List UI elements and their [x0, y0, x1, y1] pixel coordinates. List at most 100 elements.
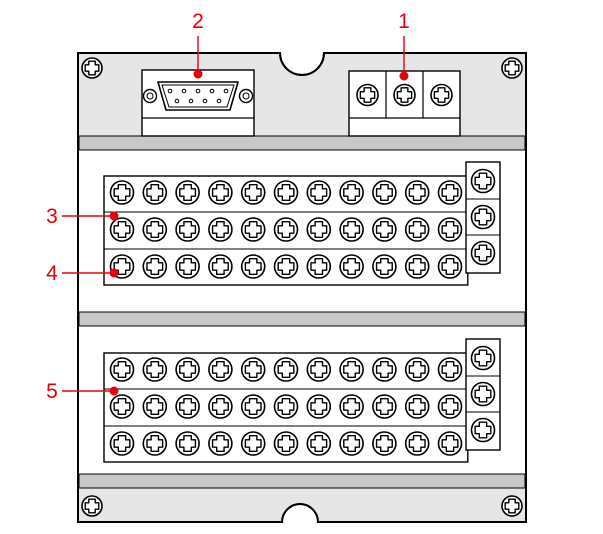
screw-icon — [175, 180, 200, 205]
screw-icon — [437, 254, 463, 279]
bottom-panel — [79, 488, 525, 521]
callout-3: 3 — [46, 205, 119, 228]
screw-icon — [109, 394, 135, 419]
connector-shell-inner — [161, 84, 235, 108]
screw-icon — [175, 217, 200, 242]
screw-icon — [470, 417, 496, 443]
connector-pin — [188, 98, 194, 104]
db9-connector-icon — [141, 69, 255, 137]
callout-dot — [109, 386, 119, 396]
callout-1: 1 — [398, 10, 410, 81]
screw-icon — [339, 254, 364, 279]
screw-icon — [208, 357, 233, 382]
divider-strip-top — [78, 135, 526, 151]
screw-icon — [437, 357, 463, 382]
screw-icon — [372, 394, 397, 419]
callout-label: 2 — [192, 10, 204, 33]
screw-icon — [393, 83, 416, 107]
screw-icon — [306, 394, 332, 419]
screw-icon — [470, 240, 496, 266]
screw-icon — [306, 357, 332, 382]
screw-icon — [372, 217, 397, 242]
connector-pin — [223, 88, 229, 94]
divider-strip — [78, 135, 526, 151]
screw-icon — [437, 217, 463, 242]
screw-icon — [208, 180, 233, 205]
screw-icon — [470, 204, 496, 230]
screw-icon — [109, 431, 135, 456]
connector-pin — [167, 88, 173, 94]
screw-icon — [273, 180, 299, 205]
screw-icon — [339, 394, 364, 419]
connector-pin — [174, 98, 180, 104]
screw-icon — [175, 394, 200, 419]
screw-icon — [404, 357, 430, 382]
screw-icon — [142, 254, 168, 279]
connector-screw-hole — [146, 92, 154, 100]
callout-dot — [193, 69, 203, 79]
divider-strip — [78, 473, 526, 489]
upper-terminal-block — [103, 161, 501, 286]
callout-4: 4 — [46, 262, 119, 285]
screw-icon — [306, 254, 332, 279]
screw-icon — [273, 254, 299, 279]
screw-icon — [356, 83, 379, 107]
screw-icon — [175, 254, 200, 279]
screw-icon — [306, 180, 332, 205]
power-terminal-block — [348, 70, 461, 137]
connector-pin — [216, 98, 222, 104]
callout-5: 5 — [46, 380, 119, 403]
screw-icon — [208, 254, 233, 279]
screw-icon — [437, 180, 463, 205]
screw-icon — [240, 180, 266, 205]
connector-shell — [157, 81, 239, 111]
screw-icon — [109, 357, 135, 382]
screw-icon — [175, 357, 200, 382]
screw-icon — [372, 180, 397, 205]
connector-screw-hole — [242, 92, 250, 100]
corner-screws — [81, 57, 523, 517]
callout-2: 2 — [192, 10, 204, 79]
screw-icon — [404, 431, 430, 456]
screw-icon — [142, 357, 168, 382]
screw-icon — [273, 217, 299, 242]
divider-strip — [78, 311, 526, 327]
callout-label: 4 — [46, 262, 58, 285]
screw-icon — [240, 254, 266, 279]
screw-icon — [404, 254, 430, 279]
screw-icon — [372, 431, 397, 456]
divider-strip-bottom — [78, 473, 526, 489]
callout-dot — [399, 71, 409, 81]
screw-icon — [470, 381, 496, 407]
callout-label: 1 — [398, 10, 410, 33]
corner-screw-icon — [81, 57, 103, 79]
screw-icon — [240, 394, 266, 419]
screw-icon — [208, 394, 233, 419]
connector-pin — [209, 88, 215, 94]
screw-icon — [142, 180, 168, 205]
screw-icon — [339, 431, 364, 456]
screw-icon — [306, 431, 332, 456]
screw-icon — [437, 431, 463, 456]
screw-icon — [142, 217, 168, 242]
screw-icon — [470, 345, 496, 371]
corner-screw-icon — [501, 57, 523, 79]
screw-icon — [273, 357, 299, 382]
screw-icon — [339, 357, 364, 382]
screw-icon — [142, 394, 168, 419]
screw-icon — [306, 217, 332, 242]
screw-icon — [470, 168, 496, 194]
callouts: 1 2 3 4 5 — [46, 10, 410, 403]
corner-screw-icon — [81, 495, 103, 517]
screw-icon — [175, 431, 200, 456]
callout-label: 3 — [46, 205, 58, 228]
connector-pin — [181, 88, 187, 94]
screw-icon — [240, 431, 266, 456]
screw-icon — [109, 180, 135, 205]
enclosure-border — [77, 52, 527, 523]
divider-strip-middle — [78, 311, 526, 327]
screw-icon — [142, 431, 168, 456]
screw-icon — [339, 180, 364, 205]
screw-icon — [404, 180, 430, 205]
